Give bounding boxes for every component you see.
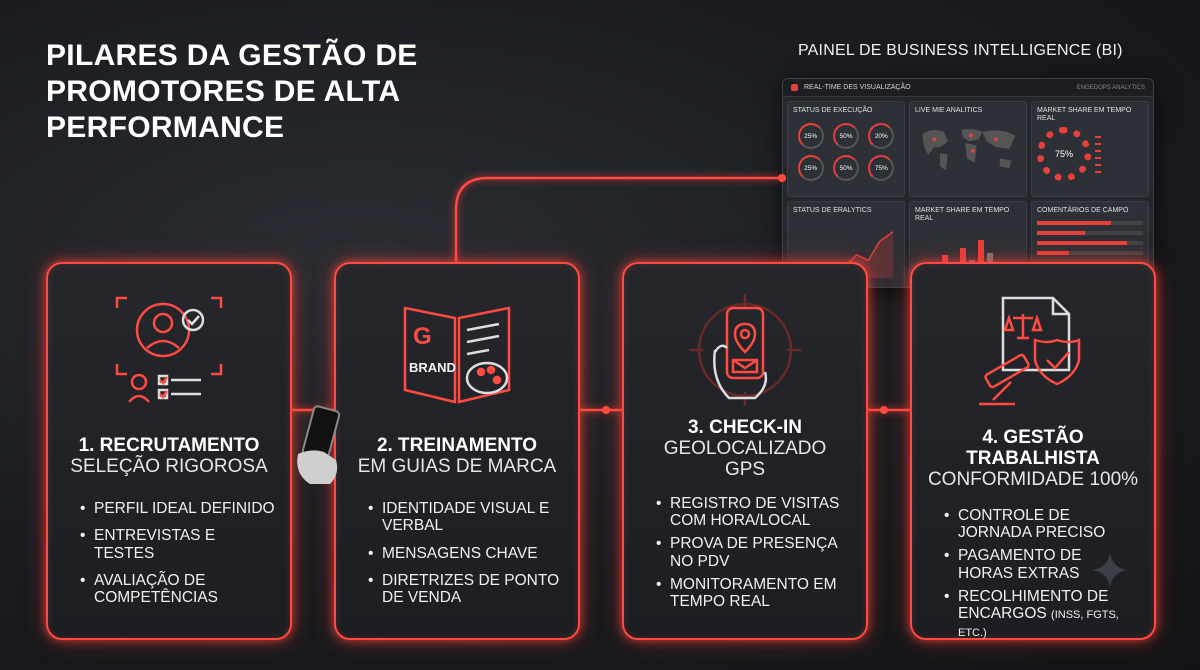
list-item: PROVA DE PRESENÇA NO PDV [656, 535, 852, 570]
panel-title: MARKET SHARE EM TEMPO REAL [1037, 107, 1132, 123]
list-item: CONTROLE DE JORNADA PRECISO [944, 507, 1140, 542]
hand-phone-icon [297, 405, 341, 484]
bi-heading: PAINEL DE BUSINESS INTELLIGENCE (BI) [798, 42, 1123, 59]
list-item: REGISTRO DE VISITAS COM HORA/LOCAL [656, 495, 852, 530]
card-title: 2. TREINAMENTO [376, 435, 538, 456]
donut-chart: 75% [1037, 127, 1091, 182]
card-gestao-trabalhista: 4. GESTÃO TRABALHISTA CONFORMIDADE 100% … [910, 262, 1156, 640]
ring-gauge: 25% [797, 123, 824, 150]
list-item-main: RECOLHIMENTO DE ENCARGOS [958, 588, 1109, 623]
dashboard-title: REAL-TIME DES VISUALIZAÇÃO [804, 84, 911, 91]
card-recrutamento: 1. RECRUTAMENTO SELEÇÃO RIGOROSA PERFIL … [46, 262, 292, 640]
card-subtitle: EM GUIAS DE MARCA [357, 455, 557, 477]
list-item: ENTREVISTAS E TESTES [80, 527, 276, 562]
card-subtitle: CONFORMIDADE 100% [927, 468, 1139, 490]
card-heading: 3. CHECK-IN GEOLOCALIZADO GPS [638, 417, 852, 481]
card-subtitle: GEOLOCALIZADO GPS [663, 437, 827, 480]
list-item-note: (INSS, FGTS, ETC.) [958, 609, 1119, 639]
sparkle-icon [1092, 552, 1128, 588]
list-item: MENSAGENS CHAVE [368, 545, 564, 563]
card-title: 1. RECRUTAMENTO [78, 435, 260, 456]
donut-legend [1095, 132, 1104, 176]
list-item: IDENTIDADE VISUAL E VERBAL [368, 500, 564, 535]
brand-guide-book-icon: G BRAND [403, 306, 511, 404]
list-item: AVALIAÇÃO DE COMPETÊNCIAS [80, 572, 276, 607]
ring-gauge: 50% [832, 155, 859, 182]
panel-title: COMENTÁRIOS DE CAMPO [1037, 207, 1129, 214]
ring-gauge: 25% [797, 155, 824, 182]
card-bullets: PERFIL IDEAL DEFINIDO ENTREVISTAS E TEST… [62, 500, 276, 607]
card-heading: 4. GESTÃO TRABALHISTA CONFORMIDADE 100% [926, 427, 1140, 491]
recruitment-profile-icon [115, 296, 223, 403]
brand-label: BRAND [409, 360, 456, 375]
panel-status-execucao: STATUS DE EXECUÇÃO 25% 50% 20% 25% 50% 7… [787, 101, 905, 197]
bi-dashboard: REAL-TIME DES VISUALIZAÇÃO ENGEDOPS ANAL… [782, 78, 1154, 288]
ring-gauge: 75% [868, 155, 895, 182]
card-title: 4. GESTÃO TRABALHISTA [966, 427, 1100, 469]
page-title: PILARES DA GESTÃO DE PROMOTORES DE ALTA … [46, 39, 418, 144]
card-title: 3. CHECK-IN [687, 417, 802, 438]
ring-gauge: 50% [832, 123, 859, 150]
dashboard-toolbar: REAL-TIME DES VISUALIZAÇÃO ENGEDOPS ANAL… [783, 79, 1153, 97]
card-subtitle: SELEÇÃO RIGOROSA [70, 455, 268, 477]
list-item: MONITORAMENTO EM TEMPO REAL [656, 576, 852, 611]
panel-market-share: MARKET SHARE EM TEMPO REAL 75% [1031, 101, 1149, 197]
panel-title: STATUS DE EXECUÇÃO [793, 107, 873, 114]
list-item: DIRETRIZES DE PONTO DE VENDA [368, 572, 564, 607]
panel-title: LIVE MIE ANALITICS [915, 107, 983, 114]
world-map-icon [922, 129, 1016, 171]
ring-gauge: 20% [868, 123, 895, 150]
dashboard-logo-icon [791, 84, 798, 91]
card-heading: 1. RECRUTAMENTO SELEÇÃO RIGOROSA [62, 435, 276, 478]
list-item: RECOLHIMENTO DE ENCARGOS (INSS, FGTS, ET… [944, 588, 1140, 640]
panel-live-analytics: LIVE MIE ANALITICS [909, 101, 1027, 197]
list-item: PERFIL IDEAL DEFINIDO [80, 500, 276, 518]
card-bullets: IDENTIDADE VISUAL E VERBAL MENSAGENS CHA… [350, 500, 564, 607]
panel-title: STATUS DE ERALYTICS [793, 207, 872, 214]
list-item: PAGAMENTO DE HORAS EXTRAS [944, 547, 1140, 582]
legal-compliance-icon [979, 296, 1081, 406]
card-bullets: CONTROLE DE JORNADA PRECISO PAGAMENTO DE… [926, 507, 1140, 641]
gps-phone-icon [689, 294, 801, 406]
card-check-in: 3. CHECK-IN GEOLOCALIZADO GPS REGISTRO D… [622, 262, 868, 640]
card-treinamento: G BRAND 2. TREINAMENTO EM GUIAS DE MARCA… [334, 262, 580, 640]
dashboard-brand: ENGEDOPS ANALYTICS [1076, 84, 1145, 91]
hbar-chart-icon [1037, 221, 1143, 256]
card-bullets: REGISTRO DE VISITAS COM HORA/LOCAL PROVA… [638, 495, 852, 611]
panel-title: MARKET SHARE EM TEMPO REAL [915, 207, 1010, 223]
card-heading: 2. TREINAMENTO EM GUIAS DE MARCA [350, 435, 564, 478]
svg-text:G: G [413, 323, 432, 350]
